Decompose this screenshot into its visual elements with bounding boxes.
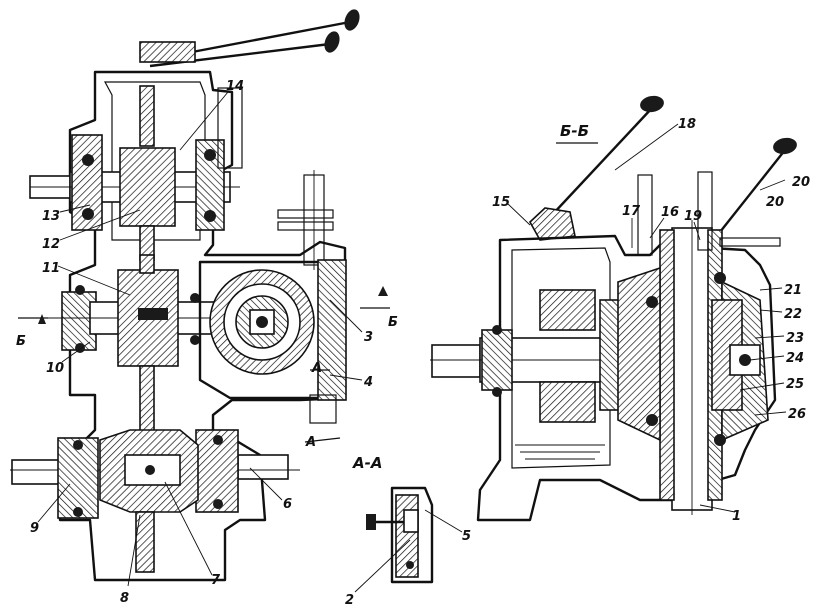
callout-5: 5 bbox=[462, 529, 471, 544]
callout-6: 6 bbox=[283, 497, 292, 512]
callout-21: 21 bbox=[784, 283, 802, 298]
input-shaft bbox=[430, 289, 640, 423]
lower-differential bbox=[10, 429, 300, 573]
callout-18: 18 bbox=[678, 117, 696, 132]
bevel-gears bbox=[617, 266, 769, 446]
front-section-view bbox=[10, 9, 390, 582]
callout-25: 25 bbox=[786, 377, 804, 392]
oil-sump bbox=[515, 444, 605, 460]
top-shift-levers bbox=[139, 9, 360, 68]
housing-outline bbox=[58, 70, 347, 582]
cut-label-a-mid: А bbox=[311, 361, 322, 376]
section-title-b-b: Б-Б bbox=[560, 122, 589, 140]
upper-shaft bbox=[29, 85, 243, 261]
callout-13: 13 bbox=[42, 209, 60, 224]
callout-11: 11 bbox=[42, 261, 60, 276]
callout-23: 23 bbox=[786, 331, 804, 346]
callout-1: 1 bbox=[732, 509, 741, 524]
callout-7: 7 bbox=[211, 573, 221, 588]
shift-levers-b-b bbox=[528, 95, 797, 241]
leader-lines bbox=[37, 91, 787, 593]
callout-4: 4 bbox=[363, 375, 373, 390]
callout-9: 9 bbox=[30, 521, 39, 536]
callout-20-lower: 20 bbox=[766, 195, 784, 210]
callout-12: 12 bbox=[42, 237, 60, 252]
callout-20-upper: 20 bbox=[792, 175, 810, 190]
section-a-a-detail bbox=[366, 486, 434, 584]
section-title-a-a: А-А bbox=[352, 454, 382, 472]
section-cut-markers bbox=[18, 286, 390, 443]
callout-2: 2 bbox=[345, 593, 354, 608]
callout-22: 22 bbox=[784, 307, 802, 322]
gear-housing-b-b bbox=[476, 234, 777, 522]
middle-shaft bbox=[40, 254, 250, 437]
callout-26: 26 bbox=[788, 407, 806, 422]
callout-17: 17 bbox=[622, 204, 641, 219]
callout-24: 24 bbox=[786, 351, 804, 366]
callout-14: 14 bbox=[226, 79, 244, 94]
callout-8: 8 bbox=[120, 591, 129, 606]
callout-3: 3 bbox=[364, 330, 373, 345]
callout-numbers: 1 2 3 4 5 6 7 8 9 10 11 12 13 14 15 16 1… bbox=[30, 79, 810, 608]
callout-15: 15 bbox=[492, 195, 510, 210]
callout-19: 19 bbox=[684, 209, 702, 224]
callout-16: 16 bbox=[661, 205, 679, 220]
cut-label-b-left: Б bbox=[16, 334, 26, 349]
section-b-b-view bbox=[430, 95, 797, 522]
cut-label-a-lower: А bbox=[305, 435, 316, 450]
callout-10: 10 bbox=[46, 361, 64, 376]
cut-label-b-right: Б bbox=[388, 315, 398, 330]
side-gear-housing bbox=[198, 170, 347, 424]
